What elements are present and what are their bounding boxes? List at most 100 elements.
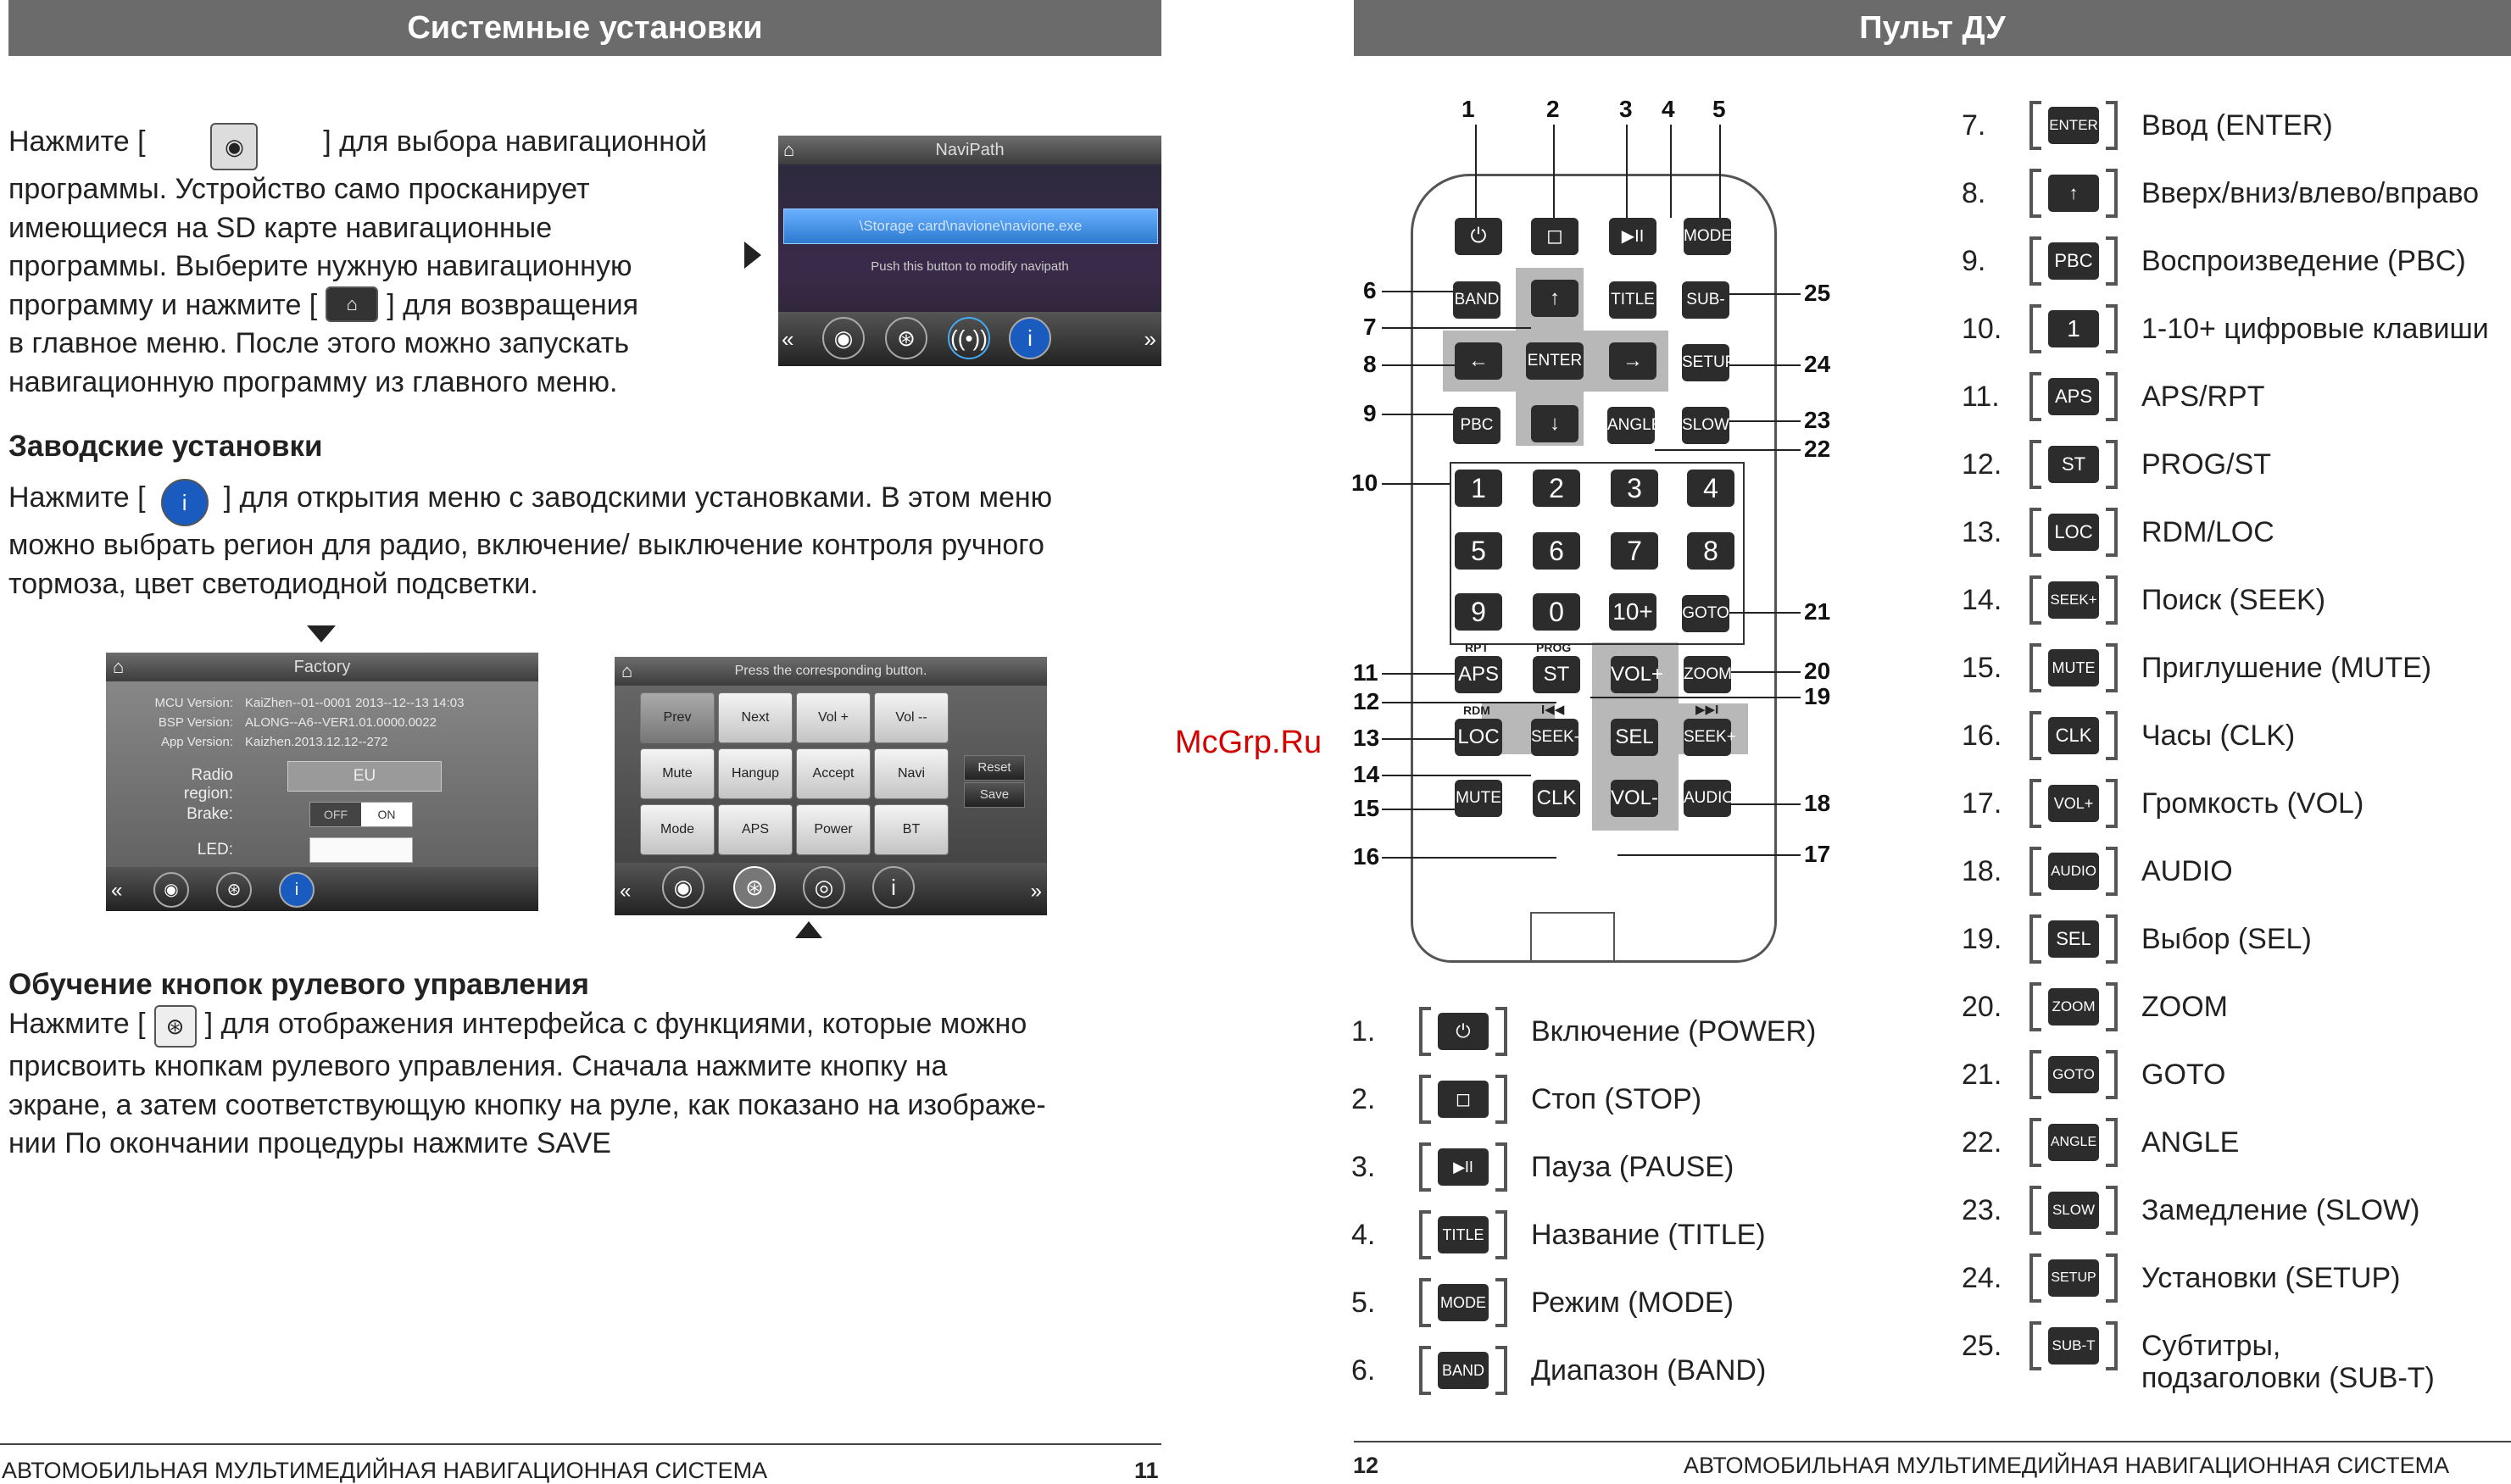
callout-22: 22 xyxy=(1804,436,1831,462)
steering-wheel-icon[interactable]: ⊛ xyxy=(216,872,252,908)
digit-7-key[interactable]: 7 xyxy=(1611,532,1658,570)
digit-6-key[interactable]: 6 xyxy=(1533,532,1580,570)
digit-1-key[interactable]: 1 xyxy=(1455,470,1502,507)
key-navi[interactable]: Navi xyxy=(874,748,949,799)
radio-region-select[interactable]: EU xyxy=(287,761,442,792)
reset-button[interactable]: Reset xyxy=(964,755,1025,781)
home-icon[interactable]: ⌂ xyxy=(621,660,633,681)
brake-toggle[interactable]: OFF ON xyxy=(309,802,413,827)
st-key[interactable]: ST xyxy=(1533,656,1580,693)
legend-number: 16. xyxy=(1962,719,2002,752)
aps-key[interactable]: APS xyxy=(1455,656,1502,693)
digit-0-key[interactable]: 0 xyxy=(1533,593,1580,631)
scroll-right-icon[interactable]: » xyxy=(1144,326,1156,352)
key-bt[interactable]: BT xyxy=(874,804,949,855)
leader-line xyxy=(1617,854,1801,856)
legend-key: GOTO xyxy=(2048,1056,2099,1093)
info-icon[interactable]: i xyxy=(279,872,315,908)
left-key[interactable]: ← xyxy=(1455,342,1502,380)
angle-key[interactable]: ANGLE xyxy=(1607,407,1662,444)
down-key[interactable]: ↓ xyxy=(1531,405,1578,442)
goto-key[interactable]: GOTO xyxy=(1682,595,1729,632)
digit-2-key[interactable]: 2 xyxy=(1533,470,1580,507)
home-icon[interactable]: ⌂ xyxy=(113,656,125,677)
scroll-left-icon[interactable]: « xyxy=(620,880,632,903)
loc-key[interactable]: LOC xyxy=(1455,719,1502,756)
steering-wheel-icon[interactable]: ⊛ xyxy=(885,317,927,359)
section-header-system-settings: Системные установки xyxy=(8,0,1161,56)
legend-number: 23. xyxy=(1962,1193,2002,1226)
zoom-key[interactable]: ZOOM xyxy=(1684,656,1732,693)
key-vol-up[interactable]: Vol + xyxy=(796,692,871,743)
home-icon[interactable]: ⌂ xyxy=(783,139,795,160)
legend-number: 13. xyxy=(1962,515,2002,548)
play-pause-key[interactable]: ▶II xyxy=(1609,218,1656,255)
digit-5-key[interactable]: 5 xyxy=(1455,532,1502,570)
title-icon: TITLE xyxy=(1419,1210,1507,1259)
legend-key: SEEK+ xyxy=(2048,581,2099,619)
goto-icon: GOTO xyxy=(2029,1050,2118,1099)
sel-key[interactable]: SEL xyxy=(1611,719,1658,756)
clock-icon: CLK xyxy=(2029,711,2118,760)
pbc-key[interactable]: PBC xyxy=(1453,407,1500,444)
key-aps[interactable]: APS xyxy=(718,804,793,855)
scroll-right-icon[interactable]: » xyxy=(1030,880,1042,903)
vol-up-key[interactable]: VOL+ xyxy=(1611,656,1663,693)
digit-9-key[interactable]: 9 xyxy=(1455,593,1502,631)
slow-key[interactable]: SLOW xyxy=(1682,407,1729,444)
gps-signal-icon[interactable]: ((•)) xyxy=(948,317,990,359)
brake-off[interactable]: OFF xyxy=(310,803,361,826)
right-key[interactable]: → xyxy=(1609,342,1656,380)
settings-icon[interactable]: ◎ xyxy=(803,866,845,909)
navipath-path-field[interactable]: \Storage card\navione\navione.exe xyxy=(783,208,1158,244)
navigation-app-icon[interactable]: ◉ xyxy=(662,866,704,909)
digit-3-key[interactable]: 3 xyxy=(1611,470,1658,507)
text-line: навигационную программу из главного меню… xyxy=(8,365,618,398)
scroll-left-icon[interactable]: « xyxy=(111,879,123,902)
text-line: программу и нажмите [ xyxy=(8,288,318,321)
vol-down-key[interactable]: VOL- xyxy=(1611,780,1658,817)
navigation-app-icon[interactable]: ◉ xyxy=(153,872,189,908)
scroll-left-icon[interactable]: « xyxy=(782,326,794,352)
key-mute[interactable]: Mute xyxy=(640,748,715,799)
callout-23: 23 xyxy=(1804,407,1831,433)
digit-10plus-key[interactable]: 10+ xyxy=(1609,593,1656,631)
navigation-app-icon[interactable]: ◉ xyxy=(822,317,865,359)
key-next[interactable]: Next xyxy=(718,692,793,743)
save-button[interactable]: Save xyxy=(964,782,1025,808)
audio-key[interactable]: AUDIO xyxy=(1684,780,1734,817)
enter-key[interactable]: ENTER xyxy=(1526,342,1584,380)
digit-8-key[interactable]: 8 xyxy=(1687,532,1734,570)
seek-minus-key[interactable]: SEEK- xyxy=(1531,719,1579,756)
digit-4-key[interactable]: 4 xyxy=(1687,470,1734,507)
info-icon[interactable]: i xyxy=(1009,317,1051,359)
clk-key[interactable]: CLK xyxy=(1533,780,1580,817)
info-icon[interactable]: i xyxy=(872,866,915,909)
key-hangup[interactable]: Hangup xyxy=(718,748,793,799)
brake-on[interactable]: ON xyxy=(377,808,396,821)
leader-line xyxy=(1382,738,1455,740)
seek-plus-key[interactable]: SEEK+ xyxy=(1684,719,1736,756)
title-key[interactable]: TITLE xyxy=(1609,281,1656,319)
text-line: ] для открытия меню с заводскими установ… xyxy=(223,481,1053,514)
callout-1: 1 xyxy=(1462,96,1475,122)
key-prev[interactable]: Prev xyxy=(640,692,715,743)
key-mode[interactable]: Mode xyxy=(640,804,715,855)
key-accept[interactable]: Accept xyxy=(796,748,871,799)
mode-key[interactable]: MODE xyxy=(1684,218,1732,255)
key-power[interactable]: Power xyxy=(796,804,871,855)
band-key[interactable]: BAND xyxy=(1453,281,1500,319)
up-key[interactable]: ↑ xyxy=(1531,280,1578,317)
steering-wheel-icon[interactable]: ⊛ xyxy=(733,866,776,909)
led-color-swatch[interactable] xyxy=(309,837,413,863)
stop-key[interactable]: ◻ xyxy=(1531,218,1578,255)
setup-key[interactable]: SETUP xyxy=(1682,344,1735,381)
key-vol-down[interactable]: Vol -- xyxy=(874,692,949,743)
legend-text: PROG/ST xyxy=(2141,447,2272,481)
power-key[interactable]: ⏻ xyxy=(1455,218,1502,255)
subt-key[interactable]: SUB-T xyxy=(1682,281,1729,346)
legend-text: Выбор (SEL) xyxy=(2141,922,2312,955)
text-line: тормоза, цвет светодиодной подсветки. xyxy=(8,567,538,600)
mute-key[interactable]: MUTE xyxy=(1455,780,1502,817)
